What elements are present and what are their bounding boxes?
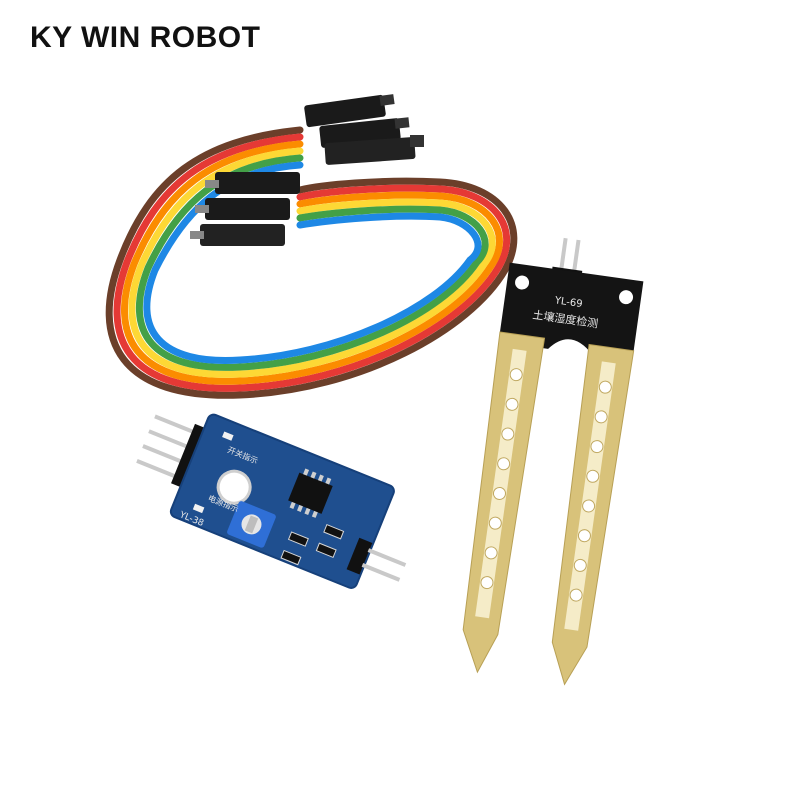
dupont-connectors-top (304, 94, 424, 165)
soil-probe-icon: YL-69 土壤湿度检测 (462, 237, 644, 686)
probe-model-label: YL-69 (553, 295, 583, 310)
jumper-wire-icon (105, 126, 518, 399)
sensor-module-icon: YL-38 开关指示 电源指示 (136, 413, 407, 589)
dupont-connectors-left (190, 172, 300, 246)
brand-watermark: KY WIN ROBOT (30, 21, 261, 54)
